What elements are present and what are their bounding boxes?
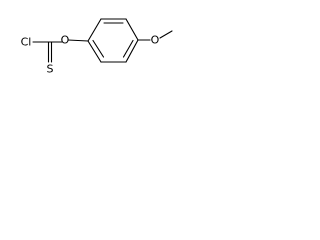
atom-methoxy-oxygen: O — [151, 34, 160, 47]
atom-label-ester-oxygen: O — [61, 34, 70, 47]
ring-inner-bond-3 — [92, 39, 105, 58]
ring-inner-bond-2 — [122, 39, 134, 58]
ring-bond-3 — [125, 18, 139, 41]
bond-methoxy-methyl — [159, 30, 173, 39]
atom-label-methoxy-oxygen: O — [151, 34, 160, 47]
atom-label-sulfur: S — [47, 63, 54, 76]
atom-label-chlorine: Cl — [21, 36, 32, 49]
ring-bond-1 — [87, 18, 102, 42]
bond-oxygen-ring — [67, 39, 89, 42]
molecule-diagram: Cl S O O — [21, 18, 173, 76]
atom-ester-oxygen: O — [61, 34, 70, 47]
atom-sulfur: S — [47, 63, 54, 76]
ring-bond-4 — [125, 39, 139, 63]
ring-bond-6 — [87, 40, 102, 63]
atom-chlorine: Cl — [21, 36, 32, 49]
